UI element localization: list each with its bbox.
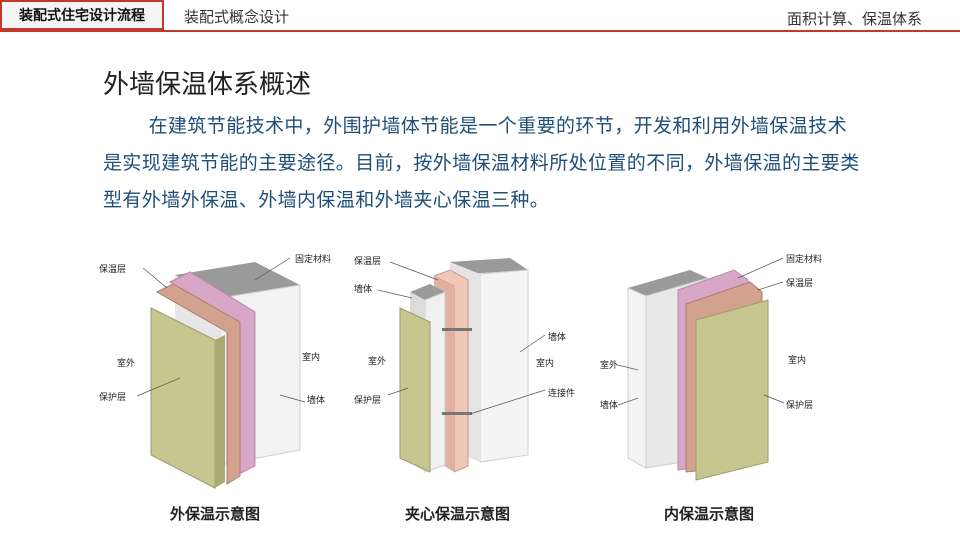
label-connector: 连接件 <box>548 389 576 399</box>
page-title: 外墙保温体系概述 <box>103 70 312 100</box>
sandwich-insulation-diagram: 保温层 墙体 室外 保护层 墙体 室内 连接件 <box>350 240 590 500</box>
external-insulation-illustration <box>136 257 306 489</box>
label-insulation-layer: 保温层 <box>99 265 127 275</box>
label-wall: 墙体 <box>600 401 619 411</box>
label-wall: 墙体 <box>307 396 326 406</box>
label-indoor: 室内 <box>536 359 555 369</box>
insulation-layer <box>155 283 241 485</box>
connector-bottom <box>442 412 472 415</box>
sandwich-insulation-illustration <box>377 258 546 473</box>
label-outdoor: 室外 <box>368 357 387 367</box>
header-subtitle: 装配式概念设计 <box>184 8 290 26</box>
label-protective-layer: 保护层 <box>786 401 814 411</box>
label-indoor: 室内 <box>302 353 321 363</box>
label-fixing-material: 固定材料 <box>786 255 823 265</box>
label-wall: 墙体 <box>354 285 373 295</box>
internal-insulation-illustration <box>617 257 785 481</box>
label-wall-inner: 墙体 <box>548 333 567 343</box>
protective-layer <box>150 307 216 489</box>
label-fixing-material: 固定材料 <box>295 255 332 265</box>
sandwich-protective-layer <box>399 307 431 473</box>
label-indoor: 室内 <box>788 356 807 366</box>
section-tab[interactable]: 装配式住宅设计流程 <box>0 0 164 30</box>
intro-paragraph: 在建筑节能技术中，外围护墙体节能是一个重要的环节，开发和利用外墙保温技术是实现建… <box>103 115 860 211</box>
label-outdoor: 室外 <box>600 361 619 371</box>
internal-insulation-caption: 内保温示意图 <box>664 505 755 523</box>
inner-protective-layer <box>695 299 769 481</box>
external-insulation-caption: 外保温示意图 <box>170 505 261 523</box>
sandwich-insulation-caption: 夹心保温示意图 <box>405 505 511 523</box>
label-insulation-layer: 保温层 <box>786 279 814 289</box>
header-right-title: 面积计算、保温体系 <box>786 10 922 28</box>
external-insulation-diagram: 保温层 固定材料 室外 室内 保护层 墙体 <box>95 240 335 500</box>
header-divider <box>0 30 960 32</box>
label-protective-layer: 保护层 <box>99 393 127 403</box>
connector-top <box>442 328 472 331</box>
label-protective-layer: 保护层 <box>354 396 382 406</box>
label-insulation-layer: 保温层 <box>354 257 382 267</box>
label-outdoor: 室外 <box>117 359 136 369</box>
internal-insulation-diagram: 固定材料 保温层 室外 墙体 室内 保护层 <box>598 240 838 500</box>
